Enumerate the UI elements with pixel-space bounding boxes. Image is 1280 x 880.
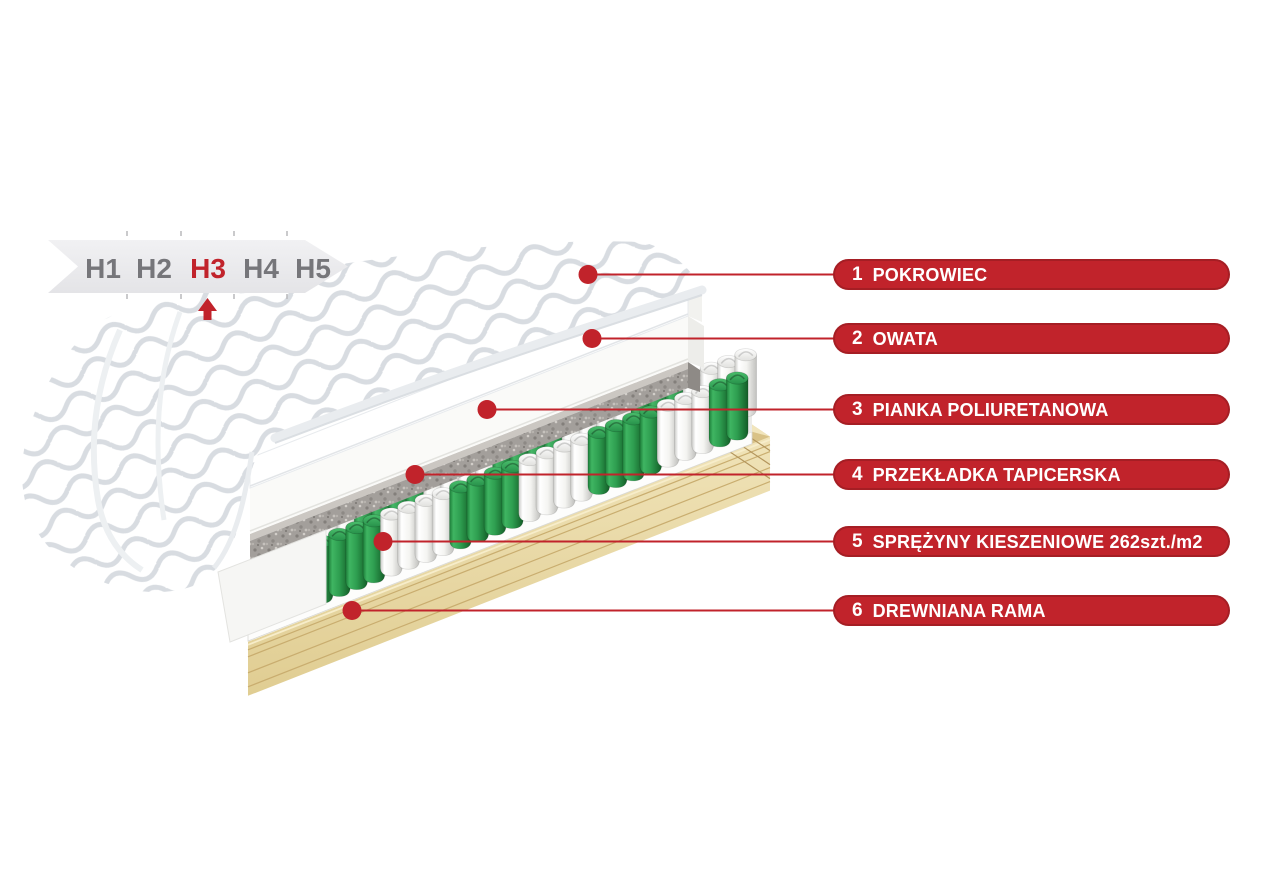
label-text: SPRĘŻYNY KIESZENIOWE 262szt./m2 — [872, 531, 1203, 552]
label-number: 3 — [852, 399, 863, 420]
label-pill-przekladka: 4 PRZEKŁADKA TAPICERSKA — [833, 459, 1230, 490]
felt-right-face — [688, 362, 700, 392]
label-number: 5 — [852, 531, 863, 552]
leader-dot — [373, 532, 393, 551]
hardness-level-h3-active: H3 — [190, 253, 226, 284]
leader-dot — [582, 329, 602, 348]
quilt-wave-pattern — [21, 241, 702, 593]
foam-cut-edge — [250, 316, 688, 534]
leader-dot — [405, 465, 425, 484]
label-number: 2 — [852, 328, 863, 349]
label-number: 6 — [852, 600, 863, 621]
label-text: PIANKA POLIURETANOWA — [872, 399, 1109, 420]
label-text: OWATA — [872, 328, 938, 349]
label-pill-pianka: 3 PIANKA POLIURETANOWA — [833, 394, 1230, 425]
core-left-face — [217, 529, 327, 643]
drape-fold-3 — [155, 311, 183, 521]
label-text: POKROWIEC — [872, 264, 988, 285]
pocket-spring-green — [725, 371, 749, 441]
active-level-arrow-icon — [198, 298, 217, 320]
felt-top-sliver — [250, 362, 688, 541]
label-pill-rama: 6 DREWNIANA RAMA — [833, 595, 1230, 626]
foam-right-face — [688, 316, 704, 368]
label-pill-pokrowiec: 1 POKROWIEC — [833, 259, 1230, 290]
quilted-cover-layer — [21, 241, 707, 593]
mattress-illustration — [21, 241, 771, 696]
quilt-rolled-edge — [270, 285, 707, 443]
wood-plank-line — [247, 467, 771, 674]
hardness-level-h2: H2 — [136, 253, 172, 284]
leader-dot — [477, 400, 497, 419]
hardness-level-h4: H4 — [243, 253, 279, 284]
felt-layer — [250, 362, 700, 560]
hardness-scale-banner — [48, 240, 348, 293]
leader-lines — [342, 265, 850, 620]
label-text: PRZEKŁADKA TAPICERSKA — [872, 464, 1121, 485]
label-text: DREWNIANA RAMA — [872, 600, 1046, 621]
drape-fold-2 — [90, 328, 144, 573]
hardness-level-h5: H5 — [295, 253, 331, 284]
hardness-level-h1: H1 — [85, 253, 121, 284]
wood-plank-line — [247, 481, 771, 688]
label-number: 4 — [852, 464, 863, 485]
leader-dot — [578, 265, 598, 284]
quilt-edge-shadow — [274, 294, 703, 444]
foam-layer — [249, 316, 704, 534]
wood-plank-line — [247, 444, 771, 651]
label-pill-owata: 2 OWATA — [833, 323, 1230, 354]
wood-plank-line — [247, 451, 771, 658]
drape-fold-1 — [212, 451, 255, 570]
label-pill-sprezyny: 5 SPRĘŻYNY KIESZENIOWE 262szt./m2 — [833, 526, 1230, 557]
felt-cut-edge — [250, 369, 688, 560]
label-number: 1 — [852, 264, 863, 285]
hardness-scale: H1 H2 H3 H4 H5 — [48, 231, 348, 320]
wood-front-face — [248, 436, 770, 696]
leader-dot — [342, 601, 362, 620]
